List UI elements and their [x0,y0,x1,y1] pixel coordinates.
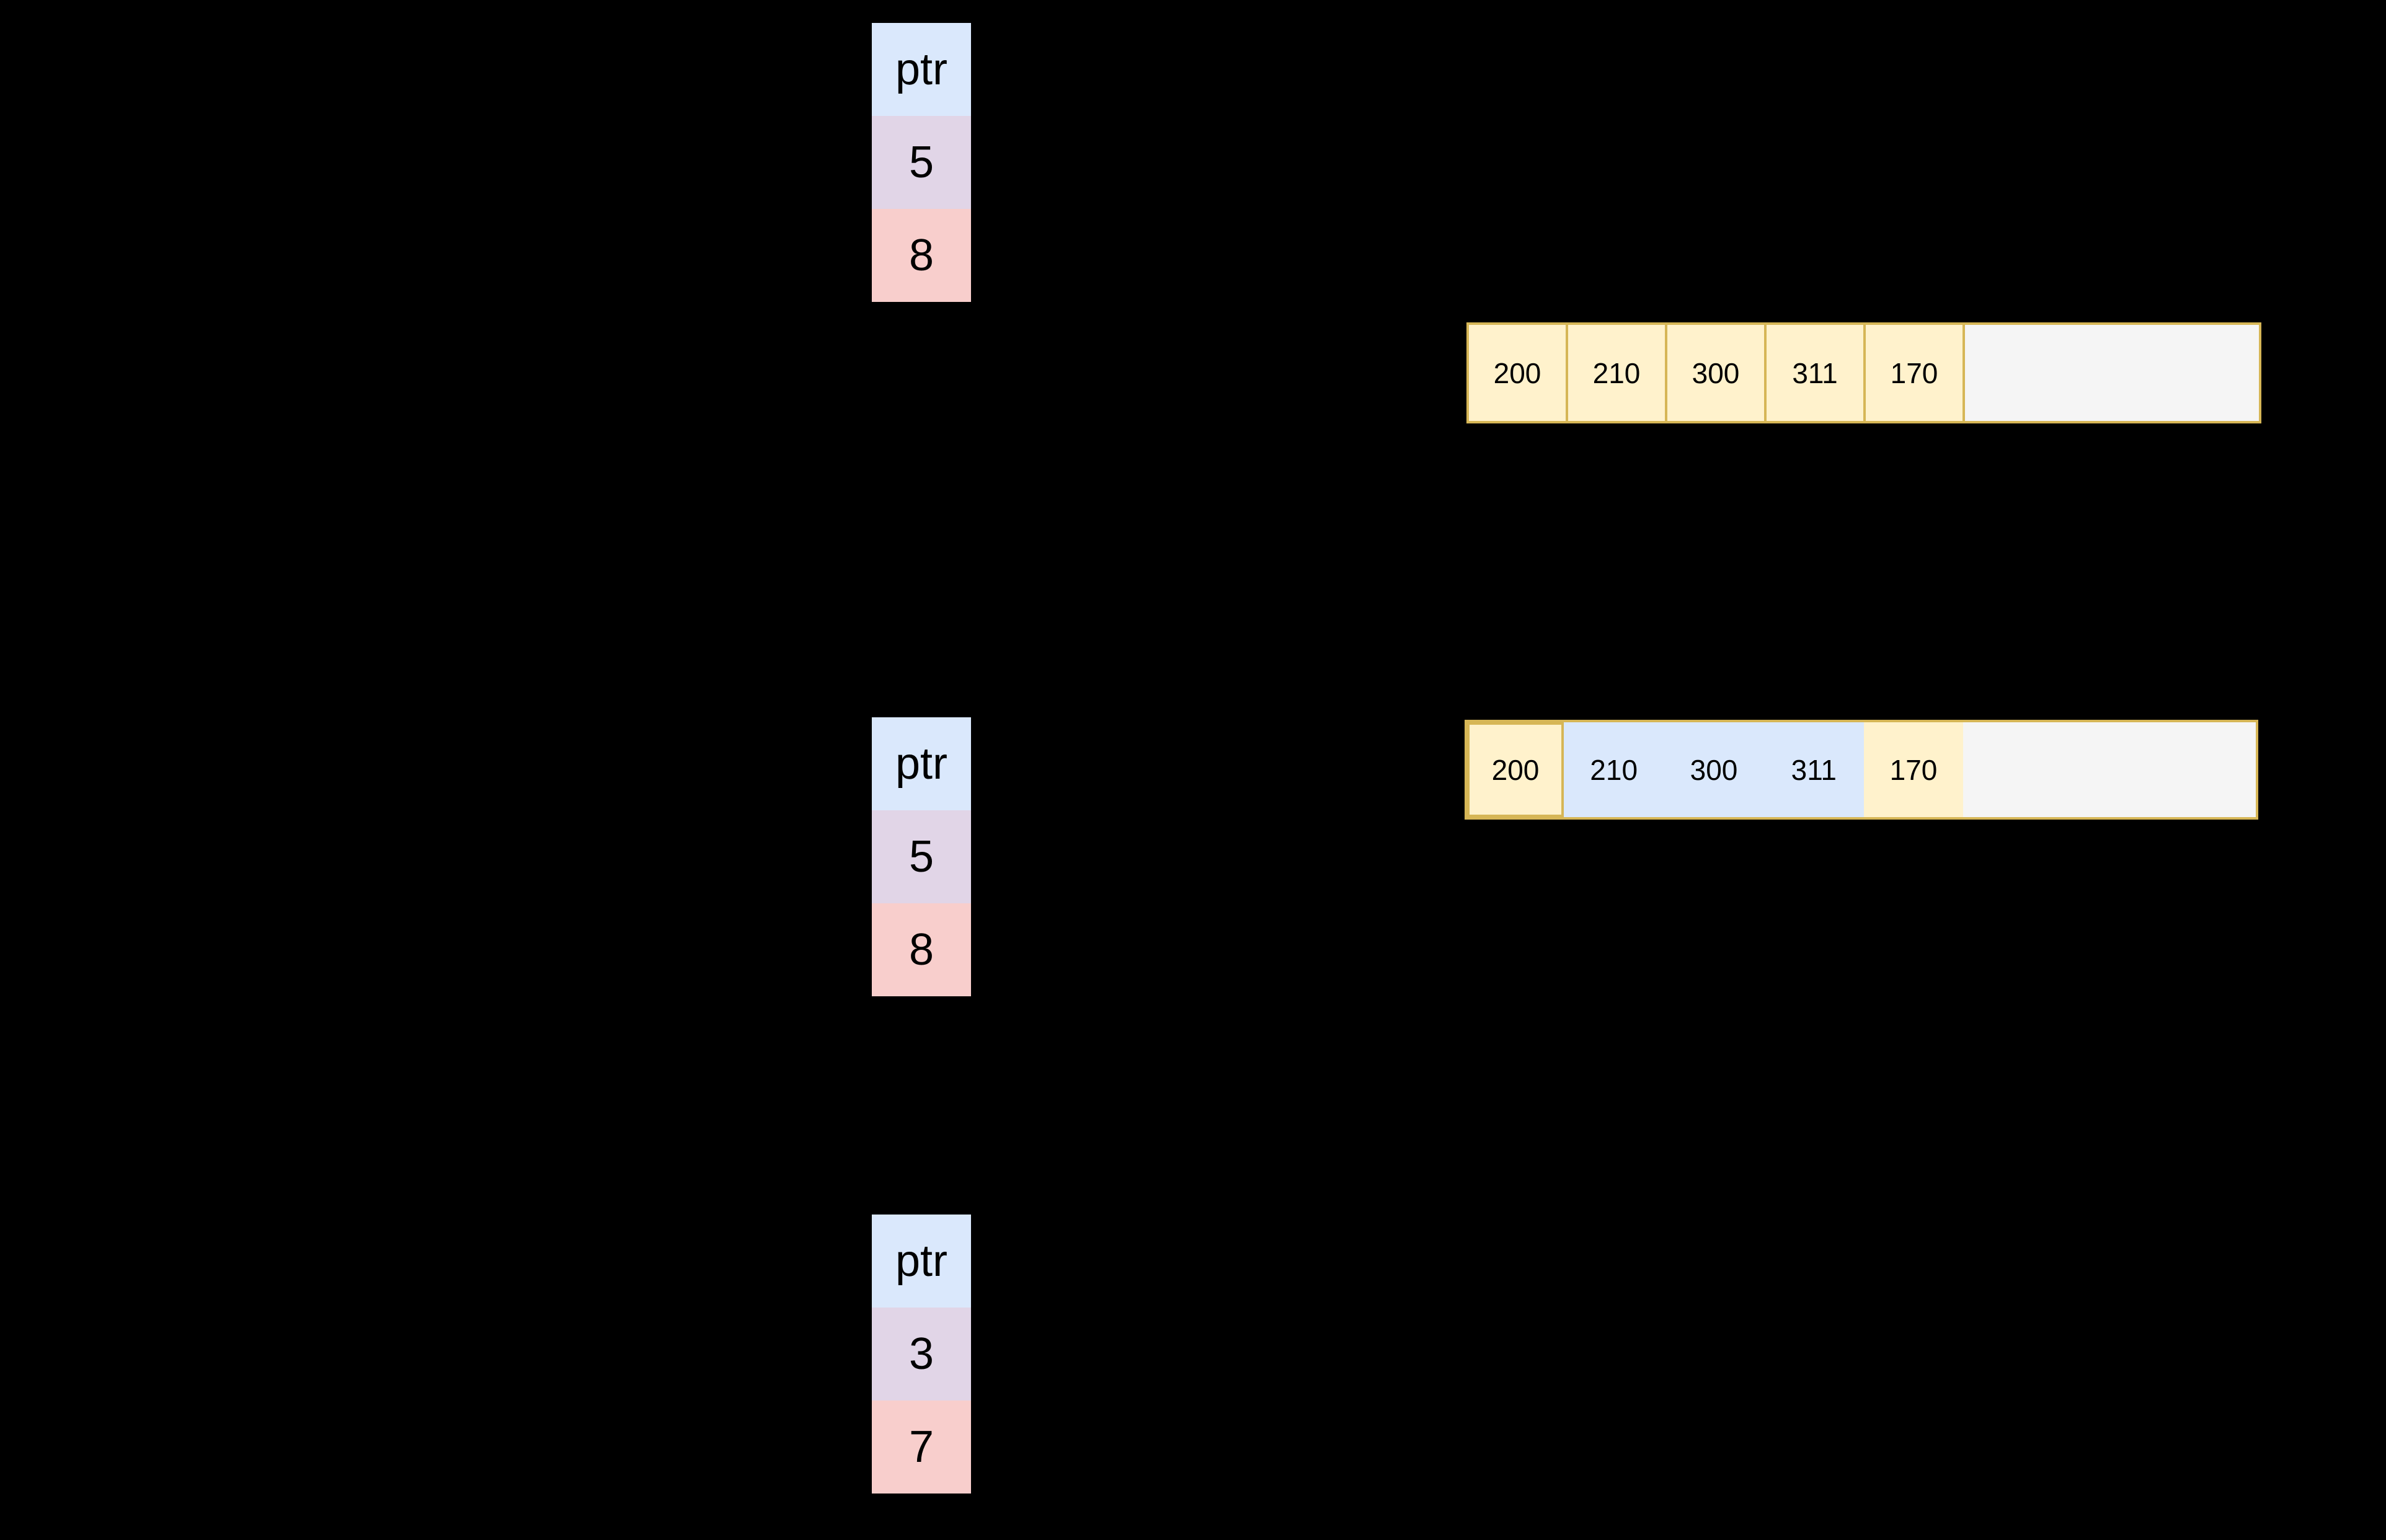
array-cell-highlighted: 300 [1690,753,1738,786]
stack-cell-capacity: 8 [872,903,971,996]
array-cell: 170 [1864,722,1963,817]
stack-cell-capacity: 7 [872,1401,971,1494]
pointer-stack-middle: ptr 5 8 [872,717,971,996]
array-highlighted-block: 210 300 311 [1564,722,1864,817]
stack-cell-ptr: ptr [872,1215,971,1308]
array-cell-highlighted: 311 [1791,753,1837,786]
array-cell: 170 [1866,325,1965,421]
stack-cell-ptr: ptr [872,717,971,810]
stack-cell-ptr: ptr [872,23,971,116]
array-cell: 210 [1568,325,1667,421]
pointer-stack-top: ptr 5 8 [872,23,971,302]
array-cell-highlighted: 210 [1590,753,1638,786]
array-free-space [1963,722,2256,817]
array-free-space [1965,325,2259,421]
array-cell: 300 [1667,325,1767,421]
stack-cell-size: 5 [872,810,971,903]
heap-array-middle: 200 210 300 311 170 [1465,720,2258,820]
pointer-stack-bottom: ptr 3 7 [872,1215,971,1494]
stack-cell-size: 3 [872,1308,971,1401]
array-cell: 311 [1767,325,1866,421]
array-cell: 200 [1467,722,1564,817]
heap-array-top: 200 210 300 311 170 [1466,322,2261,423]
array-cell: 200 [1469,325,1568,421]
stack-cell-size: 5 [872,116,971,209]
stack-cell-capacity: 8 [872,209,971,302]
